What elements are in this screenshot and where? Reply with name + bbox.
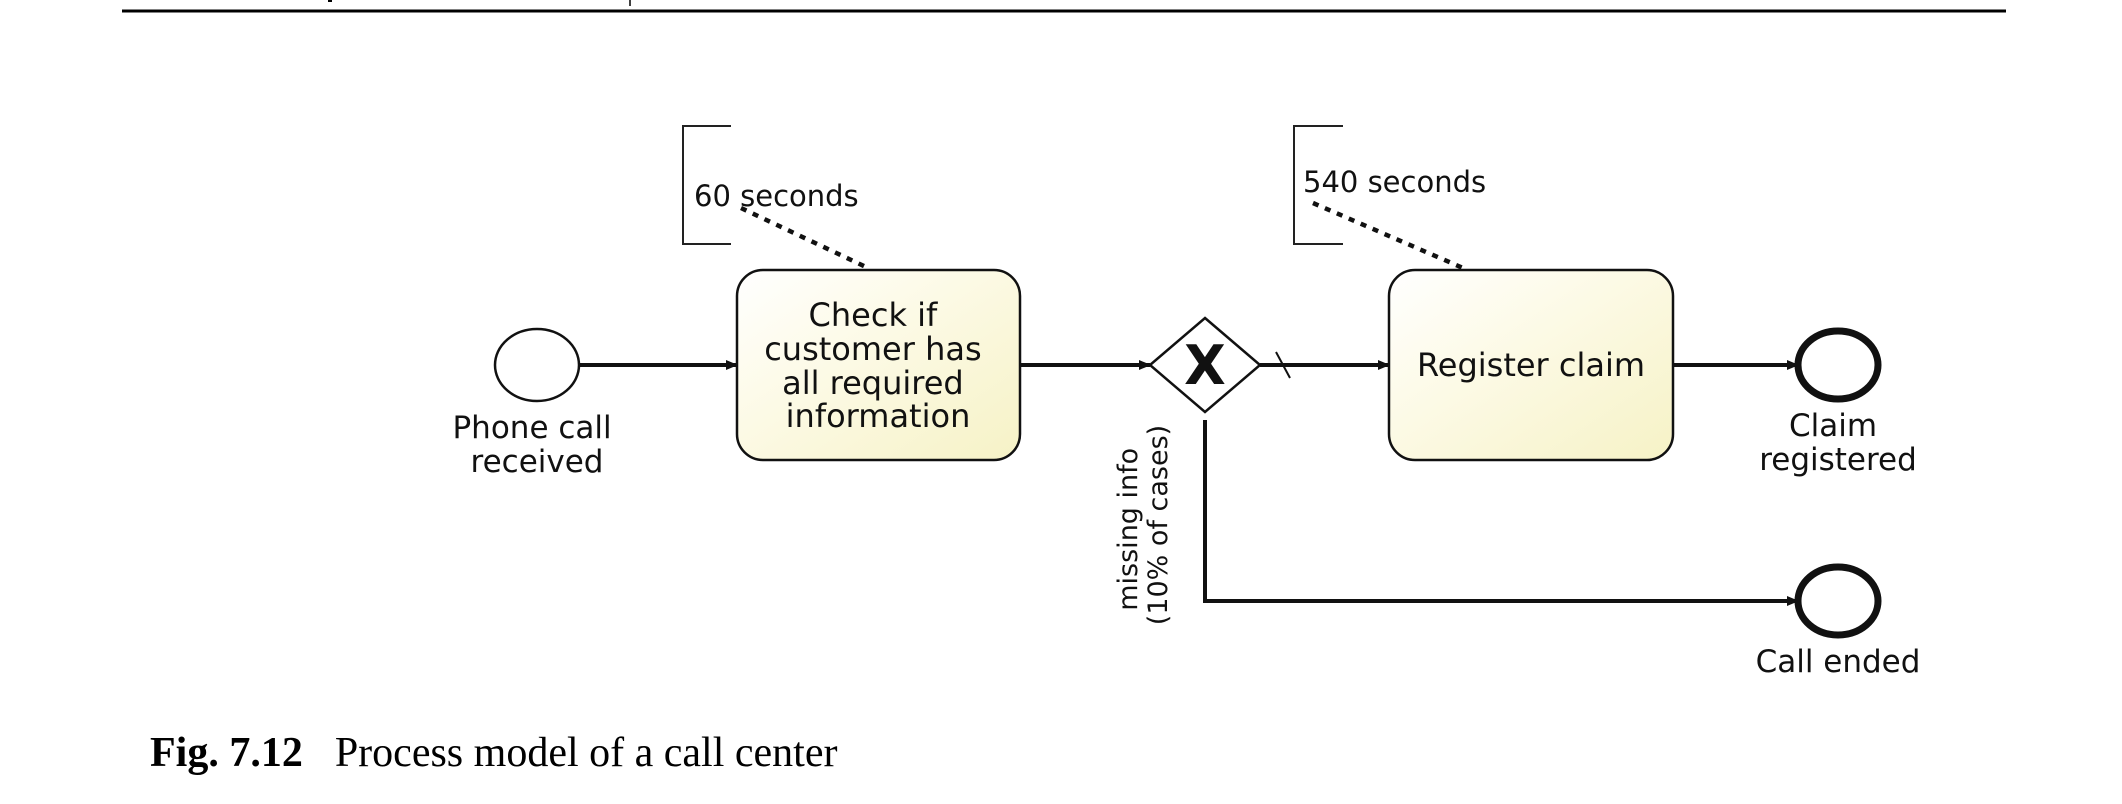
flow-gateway-to-call-ended[interactable]	[1203, 420, 1799, 606]
association-dotted-2	[1312, 200, 1464, 271]
figure-number: Fig. 7.12	[150, 730, 303, 776]
default-flow-slash	[1275, 351, 1291, 379]
missing-info-label: missing info (10% of cases)	[1113, 425, 1174, 625]
annotation-check-time: 60 seconds	[682, 125, 867, 270]
flow-gateway-to-register[interactable]	[1260, 351, 1390, 379]
task-register-claim[interactable]: Register claim	[1387, 268, 1675, 462]
end-event-call-ended[interactable]	[1794, 563, 1882, 639]
annotation-check-time-text: 60 seconds	[694, 179, 859, 213]
task-check-label: Check if customer has all required infor…	[764, 296, 992, 435]
end-event-claim-registered-label: Claim registered	[1759, 408, 1917, 478]
header-text-fragment	[328, 0, 332, 2]
annotation-register-time-text: 540 seconds	[1303, 165, 1486, 199]
annotation-register-time: 540 seconds	[1293, 125, 1486, 271]
end-event-claim-registered[interactable]	[1794, 327, 1882, 403]
figure-title: Process model of a call center	[335, 730, 838, 776]
exclusive-gateway[interactable]: X	[1148, 316, 1262, 414]
gateway-x-icon: X	[1184, 334, 1226, 397]
task-register-label: Register claim	[1417, 346, 1645, 384]
task-check-information[interactable]: Check if customer has all required infor…	[735, 268, 1022, 462]
end-event-call-ended-label: Call ended	[1756, 644, 1921, 680]
association-dotted-1	[740, 205, 867, 270]
figure-caption: Fig. 7.12 Process model of a call center	[150, 730, 837, 776]
start-event[interactable]	[493, 327, 581, 403]
start-event-label: Phone call received	[452, 410, 621, 480]
